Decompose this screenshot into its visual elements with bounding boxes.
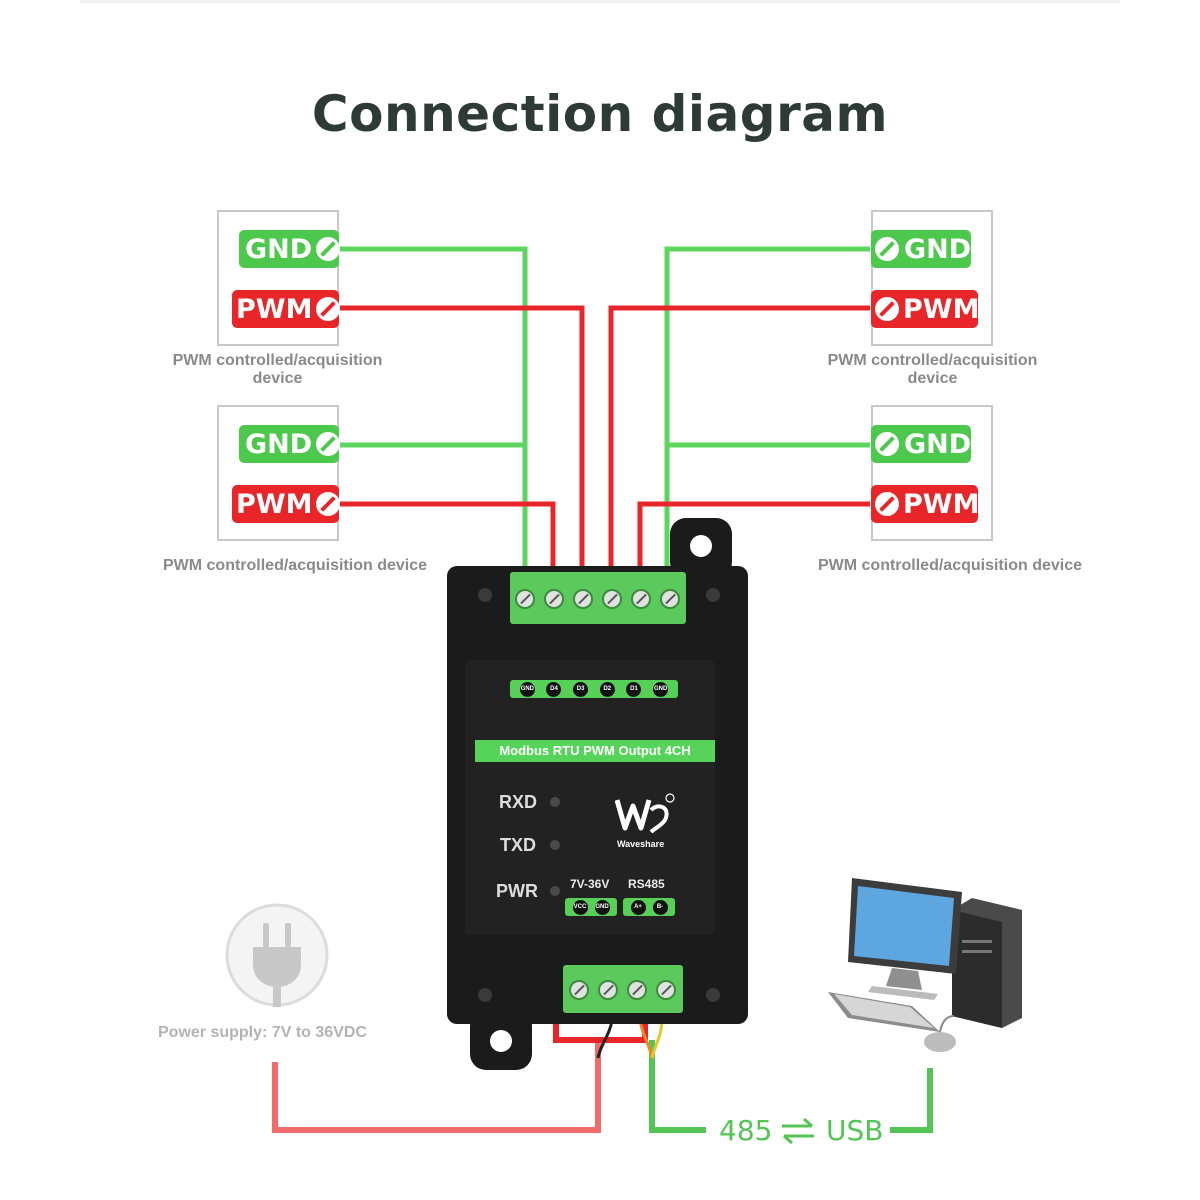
corner-screw-icon: [478, 988, 492, 1002]
gnd-label: GND: [245, 428, 313, 460]
screw-icon: [875, 492, 899, 516]
pin-label: D2: [599, 681, 615, 697]
link-label-485: 485: [719, 1114, 773, 1147]
screw-icon: [316, 237, 341, 261]
wire-power: [272, 1040, 601, 1133]
device-caption-bottom-left: PWM controlled/acquisition device: [150, 557, 440, 575]
wire-pwm-bottom-right: [637, 501, 870, 590]
rs485-label: RS485: [628, 877, 665, 891]
gnd-label: GND: [904, 233, 972, 265]
corner-screw-icon: [706, 588, 720, 602]
device-caption-top-right: PWM controlled/acquisition device: [805, 352, 1060, 388]
power-plug-icon: [225, 903, 329, 1007]
caption-line: PWM controlled/acquisition: [827, 352, 1038, 369]
page-title: Connection diagram: [311, 85, 889, 143]
wire-pwm-top-left: [340, 305, 585, 590]
power-pin-row: VCC GND: [565, 898, 617, 916]
gnd-label: GND: [904, 428, 972, 460]
gnd-label: GND: [245, 233, 313, 265]
terminal-screw-icon: [544, 589, 564, 609]
screw-icon: [875, 432, 899, 456]
wire-pwm-top-right: [608, 305, 870, 590]
top-pin-row: GND D4 D3 D2 D1 GND: [510, 680, 678, 698]
corner-screw-icon: [478, 588, 492, 602]
gnd-tag-bottom-left: GND: [239, 425, 341, 463]
pin-label: A+: [630, 899, 646, 915]
pwm-tag-bottom-right: PWM: [871, 485, 980, 523]
gnd-tag-top-right: GND: [871, 230, 971, 268]
txd-label: TXD: [500, 835, 536, 855]
pwm-label: PWM: [903, 488, 980, 520]
bidirectional-arrow-icon: [782, 1117, 814, 1145]
pin-label: GND: [594, 899, 610, 915]
top-terminal-block: [510, 572, 686, 624]
module-inner-panel: [465, 660, 715, 935]
brand-name: Waveshare: [617, 839, 665, 849]
link-label-usb: USB: [826, 1114, 884, 1147]
voltage-label: 7V-36V: [570, 877, 610, 891]
pwm-tag-top-right: PWM: [871, 290, 980, 328]
pin-label: B-: [652, 899, 668, 915]
screw-icon: [316, 432, 341, 456]
wire-gnd-top-left: [340, 246, 528, 590]
txd-led: [550, 840, 560, 850]
pwm-tag-bottom-left: PWM: [232, 485, 341, 523]
waveshare-logo-icon: [615, 793, 675, 834]
mount-hole-bottom: [490, 1030, 512, 1052]
terminal-screw-icon: [515, 589, 535, 609]
caption-line: PWM controlled/acquisition device: [817, 557, 1083, 574]
pwm-label: PWM: [236, 293, 313, 325]
screw-icon: [316, 297, 341, 321]
caption-line: device: [907, 370, 958, 387]
terminal-screw-icon: [602, 589, 622, 609]
pwm-label: PWM: [236, 488, 313, 520]
caption-line: PWM controlled/acquisition: [172, 352, 383, 369]
terminal-screw-icon: [627, 980, 647, 1000]
screw-icon: [316, 492, 341, 516]
module-name-label: Modbus RTU PWM Output 4CH: [475, 740, 715, 762]
wire-gnd-top-right: [664, 246, 870, 590]
pwr-led: [550, 886, 560, 896]
pin-label: GND: [653, 681, 669, 697]
pin-label: VCC: [572, 899, 588, 915]
pin-label: D1: [626, 681, 642, 697]
device-caption-bottom-right: PWM controlled/acquisition device: [805, 557, 1095, 575]
terminal-screw-icon: [573, 589, 593, 609]
corner-screw-icon: [706, 988, 720, 1002]
wire-485-left: [649, 1040, 706, 1133]
computer-icon: [828, 878, 1022, 1052]
rs485-pin-row: A+ B-: [623, 898, 675, 916]
caption-line: device: [252, 370, 303, 387]
pin-label: GND: [519, 681, 535, 697]
cable-stub-yellow: [650, 1019, 664, 1059]
rxd-label: RXD: [499, 792, 538, 812]
pwm-tag-top-left: PWM: [232, 290, 341, 328]
mount-hole-top: [690, 535, 712, 557]
screw-icon: [875, 297, 899, 321]
top-divider: [80, 0, 1120, 3]
gnd-tag-bottom-right: GND: [871, 425, 971, 463]
pwm-label: PWM: [903, 293, 980, 325]
power-supply-caption: Power supply: 7V to 36VDC: [158, 1024, 367, 1041]
cable-stub-red: [553, 1020, 648, 1043]
pin-label: D3: [573, 681, 589, 697]
terminal-screw-icon: [569, 980, 589, 1000]
terminal-screw-icon: [656, 980, 676, 1000]
screw-icon: [875, 237, 899, 261]
device-caption-top-left: PWM controlled/acquisition device: [150, 352, 405, 388]
pwr-label: PWR: [496, 881, 538, 901]
gnd-tag-top-left: GND: [239, 230, 341, 268]
rxd-led: [550, 797, 560, 807]
terminal-screw-icon: [631, 589, 651, 609]
wire-pwm-bottom-left: [340, 501, 556, 590]
caption-line: PWM controlled/acquisition device: [162, 557, 428, 574]
terminal-screw-icon: [660, 589, 680, 609]
wire-485-right: [890, 1068, 933, 1133]
terminal-screw-icon: [598, 980, 618, 1000]
pin-label: D4: [546, 681, 562, 697]
